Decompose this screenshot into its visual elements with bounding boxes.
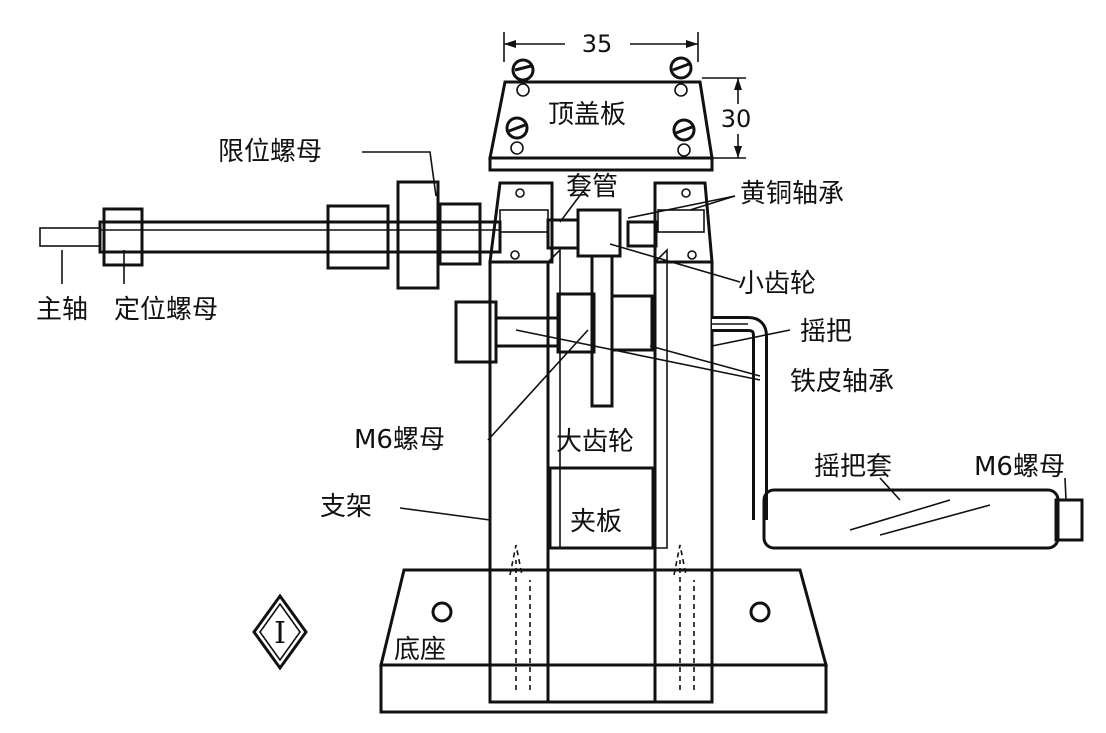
- label-bracket: 支架: [320, 492, 372, 522]
- label-m6-nut-left: M6螺母: [354, 425, 445, 455]
- label-main-shaft: 主轴: [36, 295, 88, 325]
- dimension-30: 30: [702, 77, 752, 159]
- label-m6-nut-right: M6螺母: [974, 452, 1065, 482]
- label-crank-sleeve: 摇把套: [814, 452, 892, 482]
- clamp-plate-part: [548, 466, 655, 550]
- screw-icon: [669, 56, 693, 97]
- dimension-30-label: 30: [721, 105, 752, 133]
- label-large-gear: 大齿轮: [556, 427, 634, 457]
- label-base: 底座: [394, 635, 446, 665]
- label-iron-bearing: 铁皮轴承: [790, 367, 894, 397]
- label-clamp-plate: 夹板: [570, 507, 622, 537]
- label-top-cover-plate: 顶盖板: [548, 100, 626, 130]
- small-gear-part: [576, 208, 622, 258]
- label-positioning-nut: 定位螺母: [114, 295, 218, 325]
- screw-icon: [511, 58, 535, 97]
- dimension-35: 35: [503, 30, 699, 62]
- label-small-gear: 小齿轮: [738, 269, 816, 299]
- dimension-35-label: 35: [582, 30, 613, 58]
- screw-icon: [672, 118, 696, 157]
- label-crank: 摇把: [800, 317, 852, 347]
- marker-label: I: [274, 616, 286, 651]
- marker-diamond-icon: I: [252, 593, 308, 671]
- label-sleeve: 套管: [566, 172, 618, 202]
- large-gear-part: [454, 254, 654, 408]
- label-limit-nut: 限位螺母: [218, 137, 322, 167]
- screw-icon: [505, 116, 529, 155]
- main-shaft-part: [39, 180, 658, 290]
- label-brass-bearing: 黄铜轴承: [740, 179, 844, 209]
- leader-lines: [61, 151, 1067, 521]
- crank-part: [712, 316, 768, 520]
- base-part: [379, 568, 828, 714]
- crank-sleeve-part: [762, 488, 1084, 550]
